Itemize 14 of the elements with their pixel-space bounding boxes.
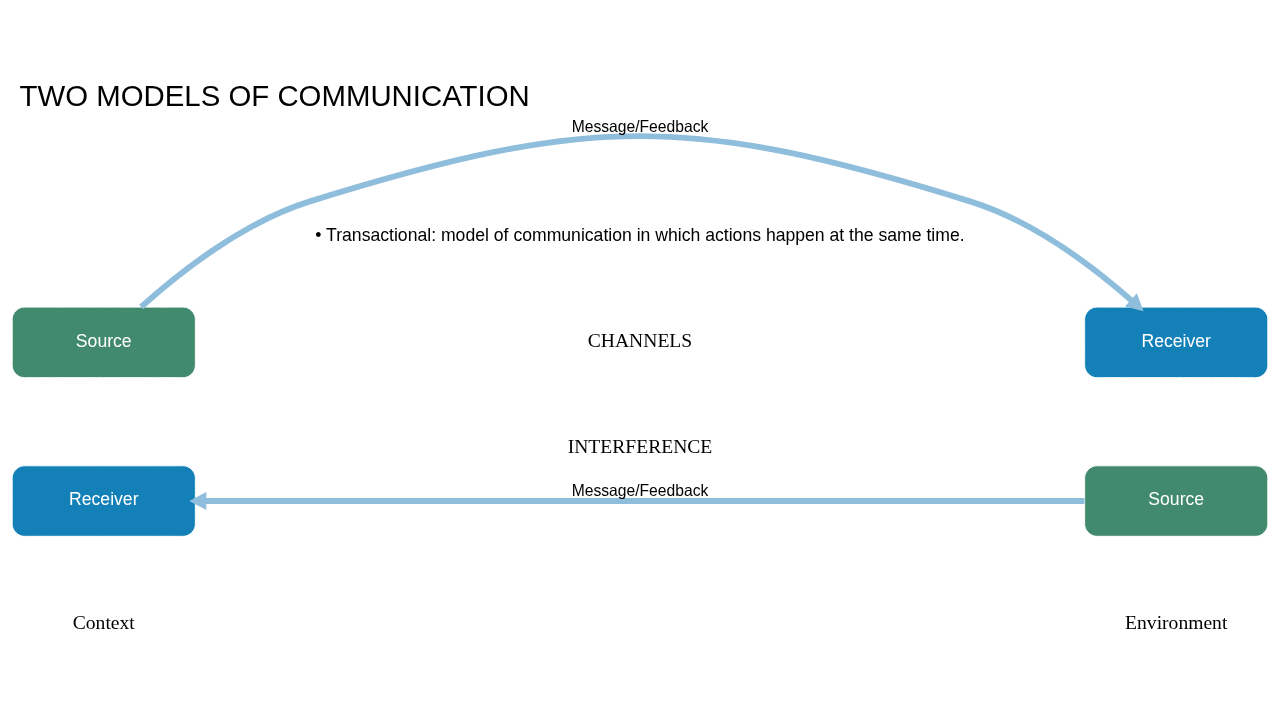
node-box: Source xyxy=(1084,464,1269,537)
label: INTERFERENCE xyxy=(567,435,713,457)
diagram-title: TWO MODELS OF COMMUNICATION xyxy=(19,78,530,112)
node-box: Receiver xyxy=(11,464,196,537)
arrow xyxy=(189,491,1085,510)
label: Environment xyxy=(1125,611,1228,633)
label: CHANNELS xyxy=(587,329,693,351)
label: • Transactional: model of communication in which actions happen at the same time. xyxy=(315,224,965,245)
arrow xyxy=(139,132,1144,311)
label: Context xyxy=(72,611,135,633)
edge-label: Message/Feedback xyxy=(571,117,709,135)
node-box: Source xyxy=(11,306,196,378)
edge-label: Message/Feedback xyxy=(571,481,709,499)
node-box: Receiver xyxy=(1084,306,1269,378)
